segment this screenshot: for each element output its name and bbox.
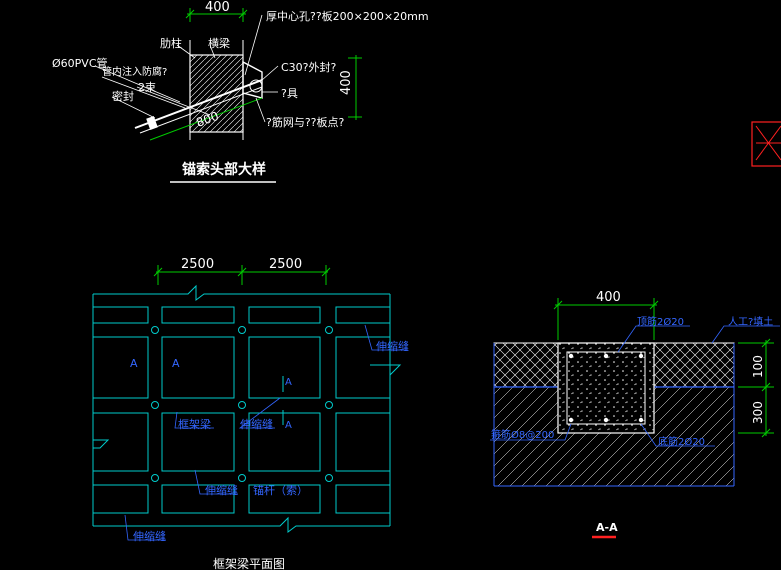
- plan-title: 框架梁平面图: [213, 556, 285, 570]
- plan-panel-13: [335, 336, 391, 399]
- plan-anchor-point: [151, 326, 159, 334]
- detail-dim-right-text: 400: [339, 70, 354, 95]
- label-concrete: C30?外封?: [281, 60, 337, 74]
- label-stirrup: 箍筋Ø8@200: [491, 428, 554, 441]
- label-column: 肋柱: [160, 36, 182, 50]
- plan-label-anchor: 锚杆（索）: [253, 483, 308, 497]
- section-aa: 400 100 300: [490, 290, 780, 539]
- plan-bottom-edge: [93, 516, 390, 533]
- plan-panel-8: [248, 306, 321, 324]
- plan-leader: [238, 397, 281, 429]
- plan-anchor-point: [325, 401, 333, 409]
- plan-panel-5: [161, 336, 235, 399]
- plan-panel-9: [248, 336, 321, 399]
- rebars: [568, 353, 644, 423]
- plan-anchor-point: [325, 474, 333, 482]
- plan-anchor-point: [238, 474, 246, 482]
- label-bottom-rebar: 底筋2Ø20: [658, 435, 705, 448]
- plan-panel-4: [161, 306, 235, 324]
- label-rebar: ?筋网与??板点?: [266, 115, 345, 129]
- detail-title: 锚索头部大样: [182, 161, 266, 178]
- ground-right: [654, 387, 734, 486]
- plan-panel-10: [248, 412, 321, 472]
- plan-label-drain-4: 伸缩缝: [133, 529, 166, 543]
- plan-dims: [153, 265, 331, 285]
- label-grout: 管内注入防腐?: [102, 65, 167, 78]
- plan-top-edge: [93, 284, 390, 301]
- detail-dim-top-text: 400: [205, 0, 230, 15]
- label-seal: 密封: [112, 89, 134, 103]
- label-top-rebar: 顶筋2Ø20: [637, 315, 684, 328]
- detail-dim-right: [348, 55, 362, 120]
- ground-left: [494, 387, 558, 486]
- plan-dim-left: 2500: [181, 257, 214, 272]
- plan-anchor-point: [238, 401, 246, 409]
- plan-panel-15: [335, 484, 391, 514]
- section-dim-top: 400: [596, 290, 621, 305]
- plan-leader: [124, 514, 166, 541]
- plan-panel-11: [248, 484, 321, 514]
- plan-label-drain-3: 伸缩缝: [205, 483, 238, 497]
- label-tendon: 2束: [138, 81, 156, 94]
- section-dim-100: 100: [751, 355, 765, 378]
- section-dim-300: 300: [751, 401, 765, 424]
- plan-anchor-point: [151, 401, 159, 409]
- plan-panel-14: [335, 412, 391, 472]
- section-mark-3: A: [285, 377, 292, 388]
- label-pvc: Ø60PVC管: [52, 56, 108, 70]
- beam-section: [189, 54, 244, 133]
- plan-panel-1: [92, 336, 149, 399]
- label-anchor: ?具: [281, 87, 298, 100]
- plan-panel-0: [92, 306, 149, 324]
- offscreen-red-detail: [751, 121, 781, 167]
- plan-right-break: [370, 364, 402, 526]
- plan-grid: [92, 284, 408, 541]
- plan-anchor-point: [238, 326, 246, 334]
- stirrup: [566, 351, 646, 425]
- plan-label-beam: 框架梁: [178, 417, 211, 431]
- plan-panel-3: [92, 484, 149, 514]
- plan-panel-12: [335, 306, 391, 324]
- plan-panel-2: [92, 412, 149, 472]
- section-title: A-A: [596, 521, 618, 534]
- label-fill: 人工?填土: [728, 315, 773, 328]
- plan-panel-6: [161, 412, 235, 472]
- section-mark-1: A: [130, 357, 138, 370]
- frame-beam-plan: 2500 2500 A A A A 伸缩缝 框架梁 伸缩缝 伸缩缝 锚杆（索） …: [92, 257, 409, 570]
- section-mark-2: A: [172, 357, 180, 370]
- plan-anchor-point: [151, 474, 159, 482]
- fill-soil-right: [653, 342, 735, 388]
- plan-label-drain-2: 伸缩缝: [240, 417, 273, 431]
- section-mark-4: A: [285, 420, 292, 431]
- ground-below: [558, 433, 654, 486]
- detail-dim-top: [185, 8, 248, 22]
- plan-leader: [364, 324, 408, 351]
- plan-leader: [194, 469, 238, 495]
- label-beam: 横梁: [208, 36, 230, 50]
- plan-dim-right: 2500: [269, 257, 302, 272]
- label-plate: 厚中心孔??板200×200×20mm: [266, 9, 429, 23]
- tendon-line: [134, 79, 263, 129]
- plan-anchor-point: [325, 326, 333, 334]
- plan-label-drain-1: 伸缩缝: [376, 339, 409, 353]
- plan-leader: [174, 411, 214, 429]
- fill-soil-left: [493, 342, 559, 388]
- plan-left-break: [93, 439, 110, 449]
- anchor-head-detail: 400 400 800: [52, 0, 429, 183]
